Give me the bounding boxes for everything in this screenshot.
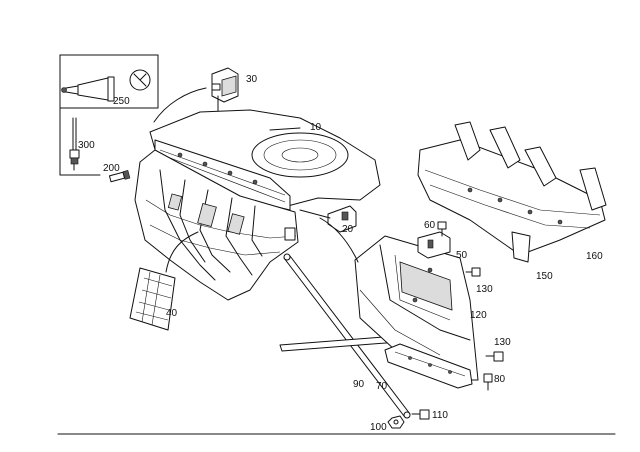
bolt-130a-part bbox=[465, 267, 481, 277]
partition-panel-120 bbox=[354, 235, 479, 381]
label-60: 60 bbox=[424, 220, 436, 231]
leader-line-120 bbox=[319, 217, 359, 263]
label-130a: 130 bbox=[476, 284, 493, 295]
strip-70-part bbox=[384, 343, 473, 389]
label-160: 160 bbox=[586, 251, 603, 262]
side-member-assembly bbox=[417, 121, 607, 263]
sealant-tube-icon bbox=[61, 76, 115, 102]
inset-box-sealant bbox=[59, 54, 159, 176]
label-150: 150 bbox=[536, 271, 553, 282]
label-130b: 130 bbox=[494, 337, 511, 348]
leader-line-10 bbox=[269, 127, 301, 131]
label-10: 10 bbox=[310, 122, 322, 133]
screw-200-part bbox=[108, 169, 131, 183]
leader-line-40 bbox=[165, 231, 199, 273]
wrench-tool-icon bbox=[129, 69, 151, 91]
grille-40-part bbox=[129, 267, 176, 331]
bracket-20-part bbox=[299, 205, 357, 233]
bolt-110-part bbox=[411, 409, 430, 420]
label-30: 30 bbox=[246, 74, 258, 85]
bracket-30-part bbox=[211, 67, 239, 115]
label-110: 110 bbox=[432, 410, 448, 421]
label-90: 90 bbox=[353, 379, 365, 390]
bracket-50-part bbox=[417, 231, 451, 259]
label-20: 20 bbox=[342, 224, 354, 235]
label-80: 80 bbox=[494, 374, 506, 385]
label-200: 200 bbox=[103, 163, 120, 174]
label-300: 300 bbox=[78, 140, 95, 151]
spray-nozzle-part bbox=[69, 117, 80, 171]
leader-line-30 bbox=[153, 87, 207, 123]
nut-100-part bbox=[387, 415, 405, 429]
label-120: 120 bbox=[470, 310, 487, 321]
bolt-60-part bbox=[437, 221, 447, 237]
label-40: 40 bbox=[166, 308, 178, 319]
label-100: 100 bbox=[370, 422, 387, 433]
bolt-130b-part bbox=[485, 351, 504, 362]
rear-panel-assembly-10 bbox=[134, 109, 381, 301]
bolt-80-part bbox=[483, 373, 493, 391]
label-50: 50 bbox=[456, 250, 468, 261]
label-250: 250 bbox=[113, 96, 130, 107]
label-70: 70 bbox=[376, 381, 388, 392]
